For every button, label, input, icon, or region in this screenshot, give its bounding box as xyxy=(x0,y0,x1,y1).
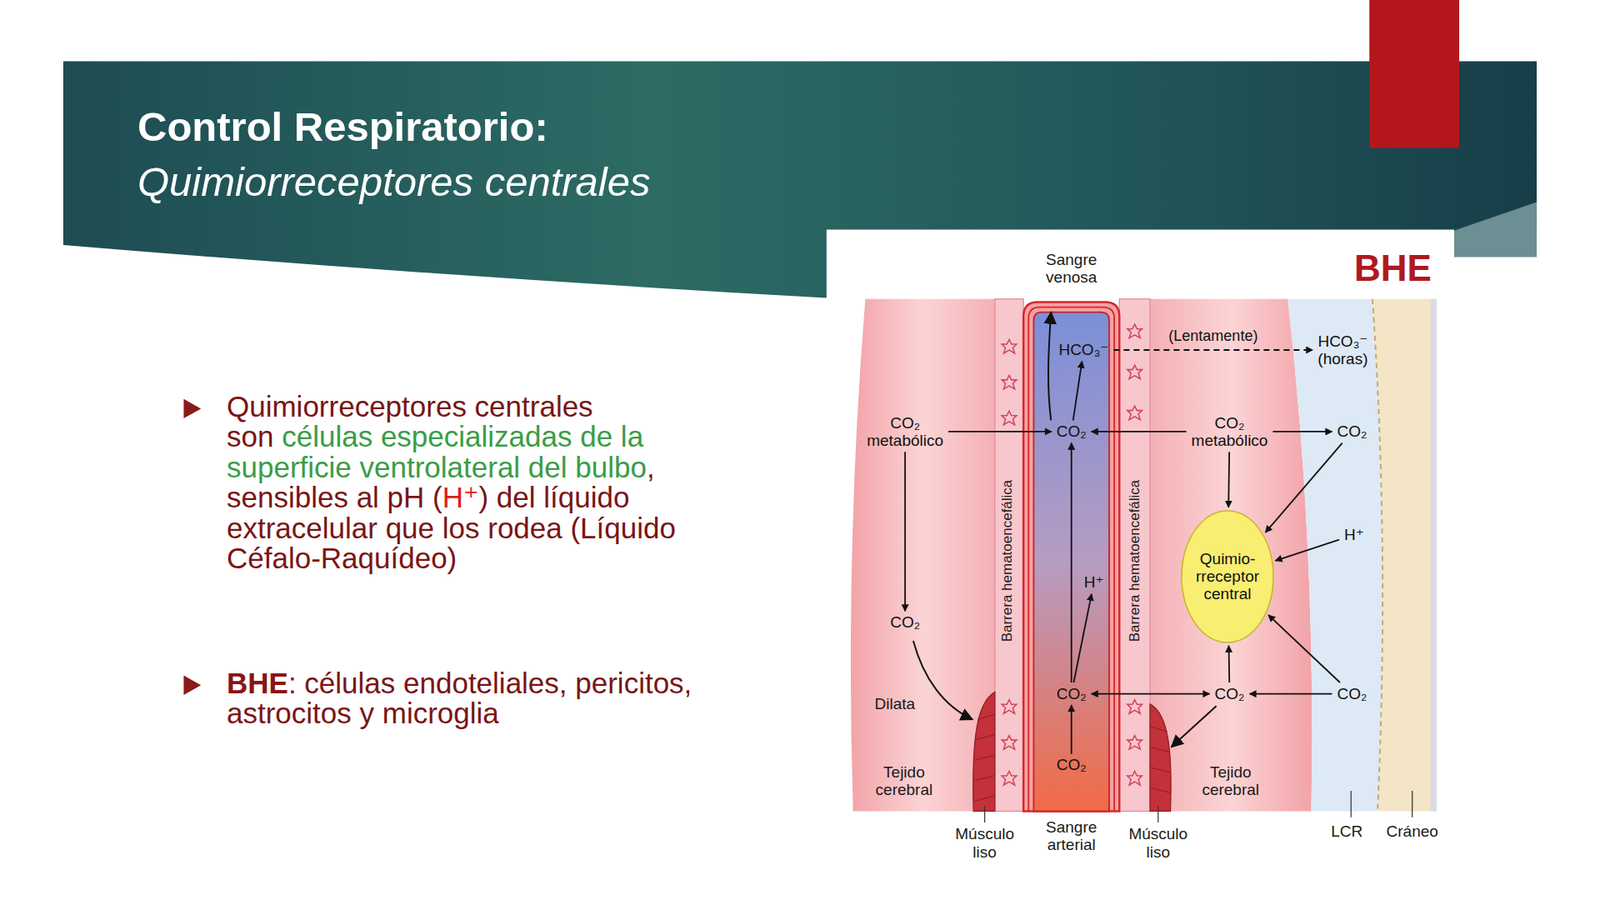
figure-label: Músculo liso xyxy=(1128,825,1188,861)
figure-label: Sangre arterial xyxy=(1045,818,1097,855)
barrier-band xyxy=(995,299,1024,812)
vessel-wall-line xyxy=(1028,307,1115,812)
node-text: CO₂ xyxy=(1213,685,1247,703)
figure-label: Sangre venosa xyxy=(1045,250,1097,287)
figure-label: Cráneo xyxy=(1386,822,1439,840)
arrow-connector xyxy=(1091,693,1210,695)
vessel-lumen xyxy=(1033,312,1110,812)
figure-label: Tejido cerebral xyxy=(875,762,934,799)
bullet-text: BHE xyxy=(226,666,289,700)
chemical-species: CO₂ xyxy=(888,613,922,631)
arrow-connector xyxy=(1272,430,1332,433)
chemical-species: CO₂ xyxy=(1335,422,1369,440)
ellipse-shape xyxy=(1181,510,1274,643)
chemical-species: CO₂ xyxy=(1055,422,1089,440)
node-text: CO₂ metabólico xyxy=(1190,414,1270,450)
barrier-label: Barrera hematoencefálica xyxy=(1126,480,1144,643)
arrow-connector xyxy=(1249,693,1332,695)
bullet-paragraph: BHE: células endoteliales, pericitos, as… xyxy=(226,668,710,730)
header-accent xyxy=(1454,201,1537,257)
node-text: CO₂ metabólico xyxy=(865,414,945,450)
arrow-connector xyxy=(948,430,1052,433)
bullet-paragraph: Quimiorreceptores centrales soncélulas e… xyxy=(226,391,710,574)
edge-label: (Lentamente) xyxy=(1168,327,1258,345)
bullet-marker xyxy=(183,675,201,695)
node-text: CO₂ xyxy=(1055,422,1089,440)
venous-outflow-arrow xyxy=(1048,312,1051,421)
arrow-connector xyxy=(904,451,906,611)
arrow-connector xyxy=(1265,443,1343,533)
dilation-arrow xyxy=(913,640,973,720)
figure-label: Dilata xyxy=(875,695,916,713)
brain-tissue xyxy=(850,299,1313,812)
slow-diffusion-arrow xyxy=(1113,349,1313,351)
chemical-species: CO₂ metabólico xyxy=(865,414,945,450)
arrow-connector xyxy=(1268,615,1340,683)
slide-title: Control Respiratorio: xyxy=(137,103,549,150)
skull-border xyxy=(1372,299,1383,812)
figure-tag: BHE xyxy=(1354,247,1432,289)
smooth-muscle xyxy=(1150,704,1171,812)
arrow-connector xyxy=(1073,361,1083,421)
chemical-species: CO₂ metabólico xyxy=(1190,414,1270,450)
chemical-species: HCO₃⁻ xyxy=(1056,340,1110,359)
node-text: HCO₃⁻ (horas) xyxy=(1315,332,1370,369)
node-text: HCO₃⁻ xyxy=(1056,340,1110,359)
bullet-text: células especializadas de la superficie … xyxy=(226,420,647,483)
dilation-arrow xyxy=(1171,705,1217,747)
figure-label: LCR xyxy=(1330,822,1363,840)
chemical-species: CO₂ xyxy=(1335,685,1369,703)
chemical-species: H⁺ xyxy=(1082,574,1106,592)
arrow-connector xyxy=(1275,540,1340,561)
arrow-connector xyxy=(1228,645,1231,683)
vessel-wall xyxy=(1023,301,1120,811)
smooth-muscle xyxy=(973,691,995,811)
figure-panel xyxy=(826,230,1455,868)
node-text: CO₂ xyxy=(1335,422,1369,440)
barrier-label: Barrera hematoencefálica xyxy=(999,480,1016,643)
chemical-species: HCO₃⁻ (horas) xyxy=(1315,332,1370,369)
arrow-connector xyxy=(1073,594,1091,683)
node-text: Quimio-rreceptor central xyxy=(1194,550,1261,604)
frame-shade xyxy=(1430,299,1437,812)
arrow-connector xyxy=(1070,443,1073,683)
node-text: CO₂ xyxy=(1055,756,1089,775)
figure-label: Músculo liso xyxy=(955,825,1015,861)
chemical-species: CO₂ xyxy=(1213,685,1247,703)
bullet-text: H⁺ xyxy=(442,480,480,514)
bullet-text: : células endoteliales, pericitos, astro… xyxy=(226,666,692,730)
red-tab xyxy=(1369,0,1460,149)
chemical-species: H⁺ xyxy=(1342,525,1366,544)
node-text: H⁺ xyxy=(1082,574,1106,592)
chemical-species: CO₂ xyxy=(1055,685,1089,703)
leader-line xyxy=(985,790,1413,823)
chemical-species: CO₂ xyxy=(1055,756,1089,775)
csf-region xyxy=(1287,299,1383,812)
arrow-connector xyxy=(1227,451,1230,508)
skull-region xyxy=(1372,299,1437,812)
figure-label: Tejido cerebral xyxy=(1201,762,1260,799)
barrier-band xyxy=(1119,299,1150,812)
muscle-fibres xyxy=(974,714,1170,801)
bullet-marker xyxy=(183,399,201,419)
arrow-connector xyxy=(1070,705,1073,754)
node-text: CO₂ xyxy=(888,613,922,631)
slide-subtitle: Quimiorreceptores centrales xyxy=(137,158,650,205)
node-text: H⁺ xyxy=(1342,525,1366,544)
node-text: CO₂ xyxy=(1335,685,1369,703)
chemoreceptor-ellipse: Quimio-rreceptor central xyxy=(1180,510,1275,644)
arrow-connector xyxy=(1091,430,1187,433)
node-text: CO₂ xyxy=(1055,685,1089,703)
